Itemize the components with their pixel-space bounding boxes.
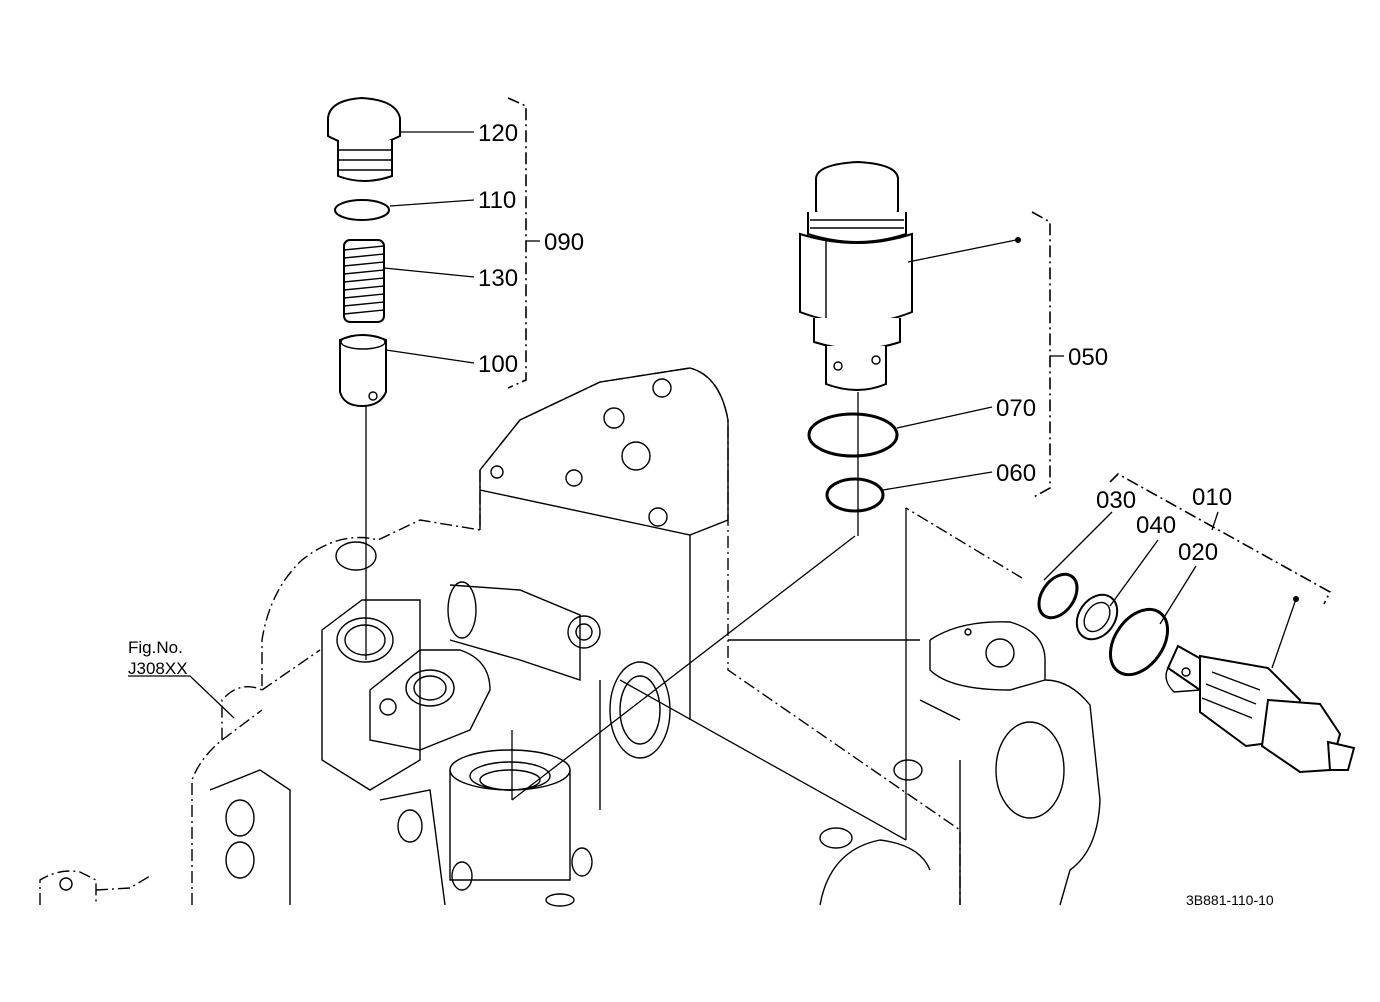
assembly-010	[905, 473, 1356, 774]
drawing-code: 3B881-110-10	[1186, 892, 1274, 908]
figure-ref-line2: J308XX	[128, 659, 188, 678]
o-ring-030[interactable]	[1031, 567, 1085, 625]
callout-090: 090	[544, 229, 584, 256]
backup-ring-040[interactable]	[1068, 587, 1125, 647]
plug-120[interactable]	[327, 96, 401, 182]
valve-body	[39, 367, 1101, 907]
callout-100: 100	[478, 351, 518, 378]
leader-060-port	[511, 535, 856, 801]
callout-110: 110	[478, 187, 516, 214]
callout-060: 060	[996, 460, 1036, 487]
spring-130[interactable]	[343, 239, 385, 323]
o-ring-020[interactable]	[1099, 599, 1180, 686]
valve-cartridge-010[interactable]	[1165, 644, 1356, 774]
relief-valve-cartridge[interactable]	[799, 160, 913, 391]
assembly-050	[799, 160, 1064, 536]
leader-side-port	[619, 679, 907, 841]
callout-040: 040	[1136, 512, 1176, 539]
backup-ring-060[interactable]	[825, 477, 885, 513]
poppet-100[interactable]	[339, 334, 387, 408]
callout-010: 010	[1192, 484, 1232, 511]
callout-130: 130	[478, 265, 518, 292]
figure-ref-line1: Fig.No.	[128, 638, 183, 657]
figure-ref-leader	[128, 675, 235, 719]
callout-120: 120	[478, 120, 518, 147]
callout-050: 050	[1068, 344, 1108, 371]
assembly-090	[327, 96, 540, 660]
callout-030: 030	[1096, 487, 1136, 514]
o-ring-070[interactable]	[807, 412, 899, 458]
callout-020: 020	[1178, 539, 1218, 566]
o-ring-110[interactable]	[334, 199, 390, 221]
callout-070: 070	[996, 395, 1036, 422]
